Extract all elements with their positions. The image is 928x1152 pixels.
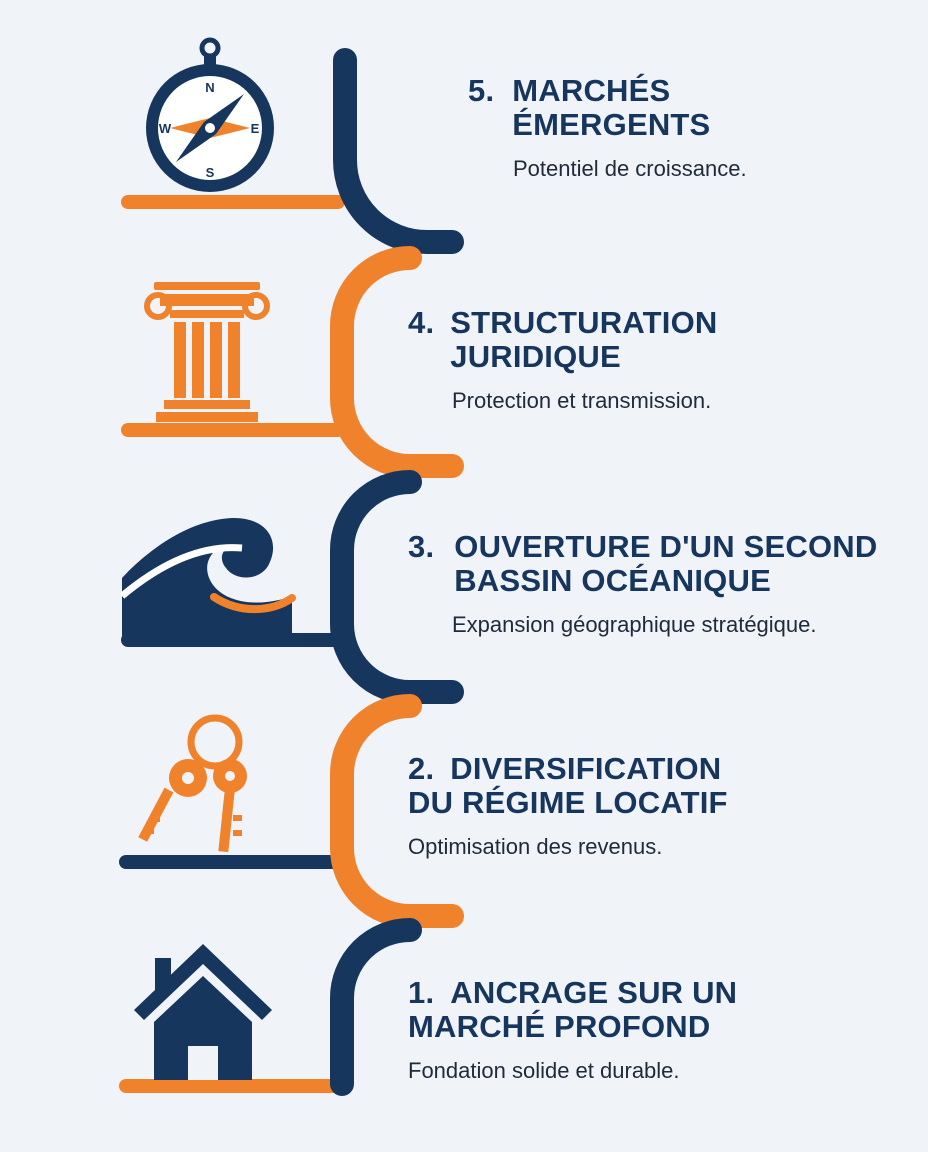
step-5-title: 5. MARCHÉS ÉMERGENTS: [468, 74, 888, 142]
step-2-number: 2.: [408, 751, 435, 786]
curve-segment-3: [330, 470, 464, 704]
curve-segment-2: [330, 694, 464, 928]
step-2-title: 2.DIVERSIFICATION DU RÉGIME LOCATIF: [408, 752, 888, 820]
step-3-description: Expansion géographique stratégique.: [452, 612, 817, 637]
step-5: 5. MARCHÉS ÉMERGENTS Potentiel de croiss…: [468, 74, 888, 182]
step-4-title: 4. STRUCTURATION JURIDIQUE: [408, 306, 888, 374]
curve-segment-4: [330, 246, 464, 478]
step-1-number: 1.: [408, 975, 435, 1010]
compass-s-label: S: [206, 165, 215, 180]
step-1: 1.ANCRAGE SUR UN MARCHÉ PROFOND Fondatio…: [408, 976, 888, 1084]
step-2-label: DIVERSIFICATION DU RÉGIME LOCATIF: [408, 751, 728, 820]
column-icon: [144, 282, 270, 422]
step-3: 3. OUVERTURE D'UN SECOND BASSIN OCÉANIQU…: [408, 530, 908, 638]
step-4-label: STRUCTURATION JURIDIQUE: [450, 305, 718, 374]
step-4: 4. STRUCTURATION JURIDIQUE Protection et…: [408, 306, 888, 414]
step-4-number: 4.: [408, 305, 435, 340]
step-1-description: Fondation solide et durable.: [408, 1058, 680, 1083]
compass-e-label: E: [251, 121, 260, 136]
step-4-description: Protection et transmission.: [452, 388, 712, 413]
house-icon: [134, 944, 272, 1080]
curve-segment-5: [333, 48, 464, 254]
step-2-description: Optimisation des revenus.: [408, 834, 663, 859]
step-5-description: Potentiel de croissance.: [513, 156, 747, 181]
step-2: 2.DIVERSIFICATION DU RÉGIME LOCATIF Opti…: [408, 752, 888, 860]
step-5-number: 5.: [468, 73, 495, 108]
wave-icon: [119, 517, 296, 640]
curve-segment-1: [330, 918, 422, 1096]
step-1-label: ANCRAGE SUR UN MARCHÉ PROFOND: [408, 975, 738, 1044]
compass-n-label: N: [205, 80, 214, 95]
step-3-title: 3. OUVERTURE D'UN SECOND BASSIN OCÉANIQU…: [408, 530, 908, 598]
step-3-number: 3.: [408, 529, 435, 564]
compass-w-label: W: [159, 121, 172, 136]
compass-icon: N S E W: [146, 37, 274, 192]
step-3-label: OUVERTURE D'UN SECOND BASSIN OCÉANIQUE: [454, 529, 878, 598]
step-5-label: MARCHÉS ÉMERGENTS: [512, 73, 711, 142]
step-1-title: 1.ANCRAGE SUR UN MARCHÉ PROFOND: [408, 976, 888, 1044]
keys-icon: [138, 714, 247, 853]
